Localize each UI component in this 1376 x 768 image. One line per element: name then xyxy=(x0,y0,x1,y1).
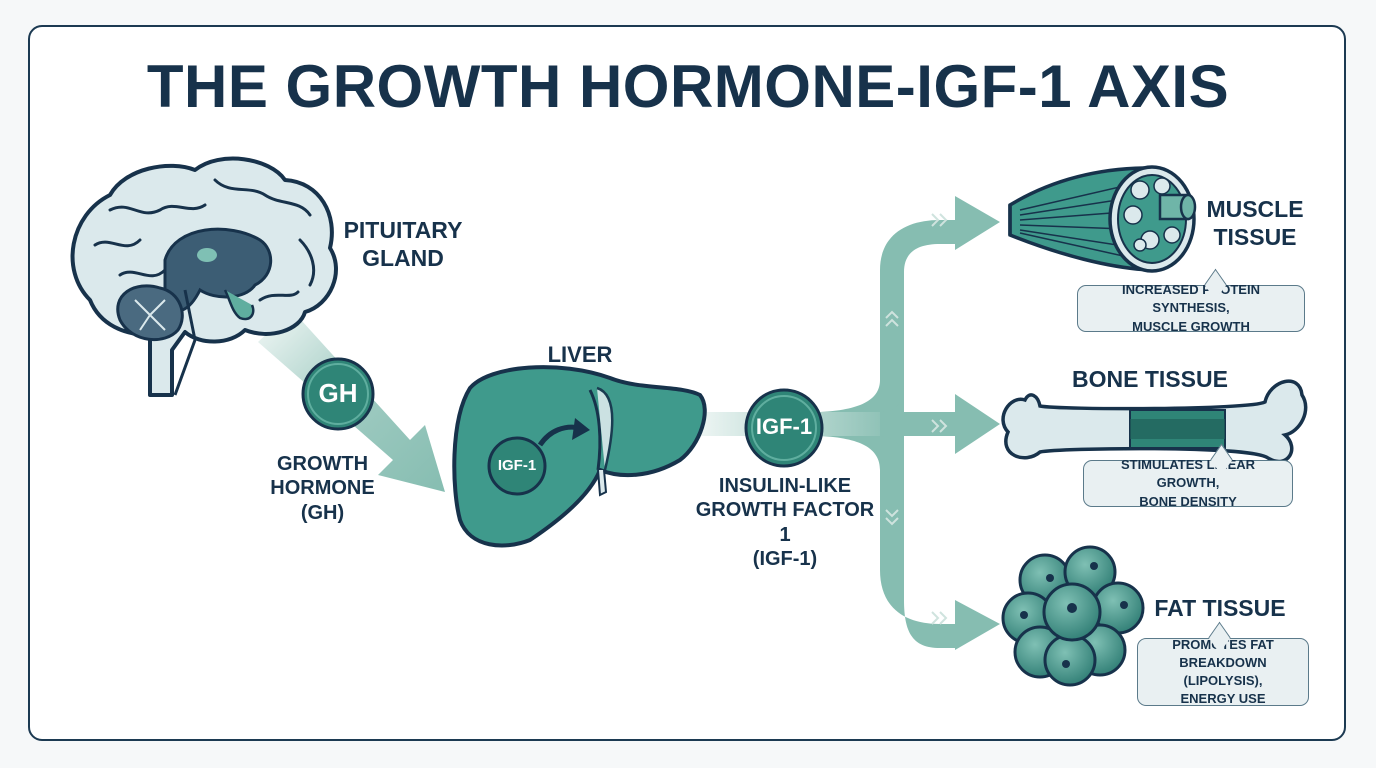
fat-nuclei xyxy=(1020,562,1128,668)
fat-illustration xyxy=(1001,545,1145,687)
igf1-badge-label: IGF-1 xyxy=(755,414,813,439)
bone-tissue-label: BONE TISSUE xyxy=(1072,366,1228,392)
igf1-badge xyxy=(744,388,824,468)
fat-tissue-label: FAT TISSUE xyxy=(1154,595,1286,621)
pituitary-label: PITUITARY GLAND xyxy=(343,217,463,272)
liver-illustration xyxy=(452,365,707,548)
muscle-tissue-label: MUSCLE TISSUE xyxy=(1206,196,1304,251)
bone-illustration xyxy=(1001,379,1308,464)
branch-arrows xyxy=(820,196,1000,650)
igf1-full-name-label: INSULIN-LIKE GROWTH FACTOR 1 (IGF-1) xyxy=(695,475,875,571)
bone-effect-callout: STIMULATES LINEAR GROWTH, BONE DENSITY xyxy=(1083,457,1293,509)
gh-badge xyxy=(301,357,375,431)
liver-igf1-label: IGF-1 xyxy=(497,457,537,474)
gh-badge-label: GH xyxy=(318,378,358,408)
flow-chevrons xyxy=(885,213,948,625)
liver-label: LIVER xyxy=(547,342,613,367)
muscle-effect-callout: INCREASED PROTEIN SYNTHESIS, MUSCLE GROW… xyxy=(1077,282,1305,334)
page-title: THE GROWTH HORMONE-IGF-1 AXIS xyxy=(146,53,1230,120)
brain-illustration xyxy=(70,156,338,397)
growth-hormone-label: GROWTH HORMONE (GH) xyxy=(270,453,375,524)
muscle-illustration xyxy=(1008,165,1197,273)
fat-effect-callout: PROMOTES FAT BREAKDOWN (LIPOLYSIS), ENER… xyxy=(1137,637,1309,706)
